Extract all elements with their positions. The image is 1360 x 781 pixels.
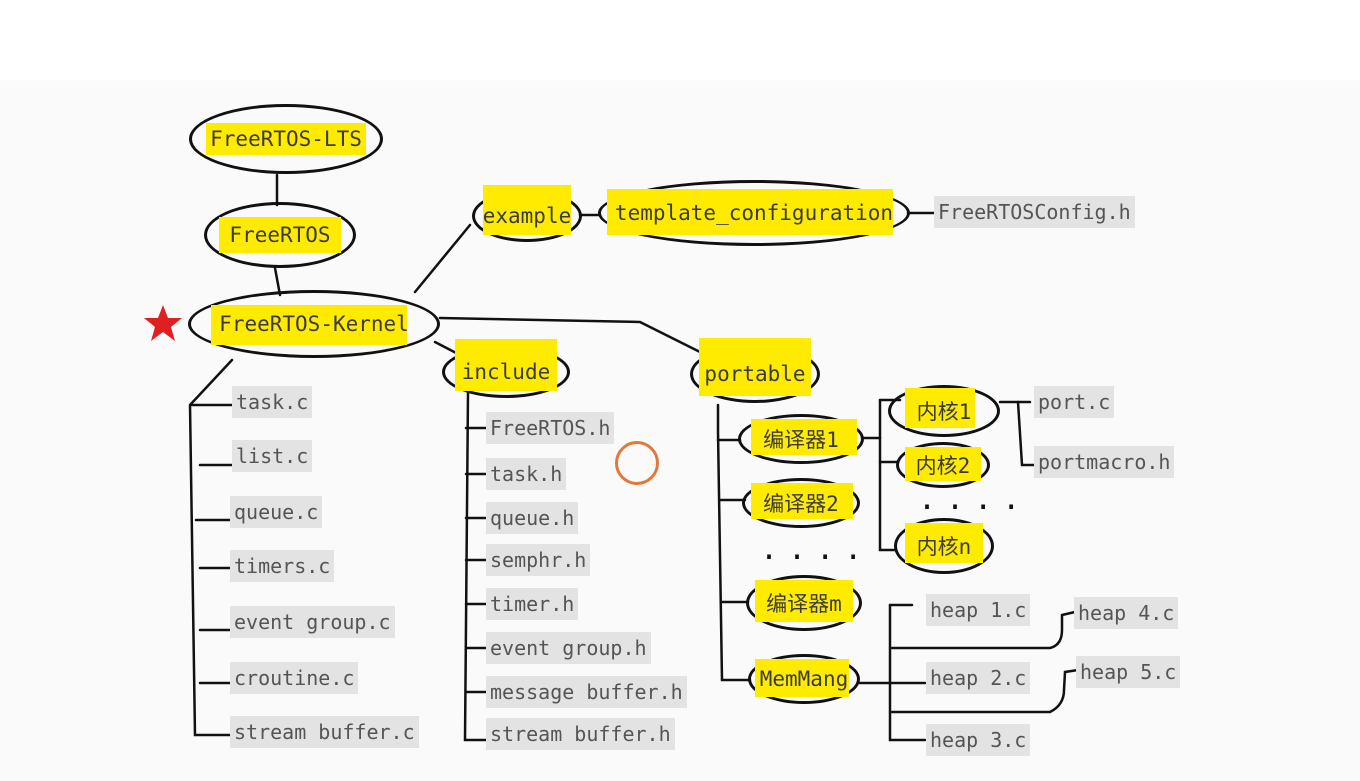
node-freertos-lts: FreeRTOS-LTS [189, 104, 383, 174]
node-label: 编译器1 [763, 428, 839, 452]
file-croutine-c: croutine.c [230, 662, 359, 694]
line-include-tree [463, 390, 490, 742]
file-heap-4: heap 4.c [1074, 597, 1179, 629]
line-heap5 [890, 668, 1080, 714]
file-task-h: task.h [486, 458, 567, 490]
node-freertos: FreeRTOS [204, 202, 356, 268]
line-heap4 [890, 610, 1077, 650]
file-event-group-h: event group.h [486, 632, 651, 664]
file-heap-2: heap 2.c [926, 662, 1031, 694]
node-label: 编译器2 [763, 492, 839, 516]
node-label: MemMang [759, 667, 849, 691]
node-label: 内核1 [916, 400, 972, 424]
node-include: include [442, 339, 570, 398]
node-compiler-1: 编译器1 [738, 414, 864, 464]
file-stream-buffer-h: stream buffer.h [486, 718, 675, 750]
core-ellipsis: .... [918, 482, 1031, 517]
file-queue-c: queue.c [230, 496, 323, 528]
line-kernel-portable [438, 316, 702, 354]
node-core-2: 内核2 [896, 442, 990, 488]
node-label: portable [704, 362, 806, 386]
node-example: example [472, 185, 582, 242]
node-freertos-kernel: FreeRTOS-Kernel [188, 290, 440, 358]
node-portable: portable [690, 338, 820, 403]
node-label: FreeRTOS-Kernel [219, 312, 409, 336]
line-kernel-tree [188, 358, 234, 737]
file-task-c: task.c [232, 386, 313, 418]
file-heap-1: heap 1.c [926, 594, 1031, 626]
star-icon [144, 305, 182, 341]
node-label: FreeRTOS-LTS [210, 127, 362, 151]
file-list-c: list.c [232, 440, 313, 472]
node-core-1: 内核1 [888, 385, 1000, 437]
file-event-group-c: event group.c [230, 606, 395, 638]
file-message-buffer-h: message buffer.h [486, 676, 687, 708]
node-template-configuration: template_configuration [598, 180, 910, 246]
file-heap-5: heap 5.c [1076, 656, 1181, 688]
file-heap-3: heap 3.c [926, 724, 1031, 756]
node-label: 编译器m [766, 592, 842, 616]
line-kernel-example [413, 223, 472, 294]
node-label: FreeRTOS [229, 223, 331, 247]
node-core-n: 内核n [894, 518, 994, 574]
compiler-ellipsis: .... [760, 532, 873, 567]
file-timers-c: timers.c [230, 550, 335, 582]
node-label: template_configuration [614, 201, 894, 225]
node-label: 内核2 [915, 454, 971, 478]
file-portmacro-h: portmacro.h [1034, 446, 1175, 478]
cursor-ring-icon [615, 441, 659, 485]
file-stream-buffer-c: stream buffer.c [230, 716, 419, 748]
node-label: 内核n [916, 535, 972, 559]
file-freertos-h: FreeRTOS.h [486, 412, 615, 444]
node-compiler-m: 编译器m [746, 575, 862, 631]
node-label: example [482, 204, 572, 228]
node-memmang: MemMang [748, 654, 860, 704]
file-freertosconfig-h: FreeRTOSConfig.h [934, 196, 1135, 228]
file-semphr-h: semphr.h [486, 544, 591, 576]
file-queue-h: queue.h [486, 502, 579, 534]
file-port-c: port.c [1034, 386, 1115, 418]
line-portable-tree [716, 403, 752, 682]
node-label: include [461, 360, 551, 384]
node-compiler-2: 编译器2 [742, 478, 860, 528]
file-timer-h: timer.h [486, 588, 579, 620]
